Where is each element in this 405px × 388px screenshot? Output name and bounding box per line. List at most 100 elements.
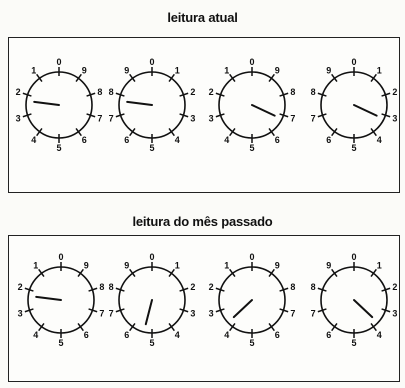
dial-tick	[370, 73, 377, 82]
dial-number: 0	[58, 252, 63, 262]
dial-number: 1	[175, 65, 180, 75]
dial-number: 2	[392, 87, 397, 97]
dial-number: 5	[149, 143, 154, 153]
dial-number: 9	[275, 65, 280, 75]
dial-number: 1	[224, 260, 229, 270]
dial-tick	[129, 128, 136, 137]
dial-number: 6	[124, 135, 129, 145]
dial-pointer	[126, 100, 153, 106]
dial-tick	[331, 73, 338, 82]
dial-tick	[331, 268, 338, 277]
dial-number: 7	[109, 308, 114, 318]
dial-tick	[75, 73, 82, 82]
dial-pointer	[251, 104, 276, 117]
dial-tick	[22, 92, 32, 97]
dial-number: 4	[224, 135, 229, 145]
dial-tick	[22, 113, 32, 118]
dial-number: 4	[175, 330, 180, 340]
dial-number: 2	[16, 87, 21, 97]
dial-number: 7	[290, 308, 295, 318]
dial-tick	[179, 113, 189, 118]
dial-number: 7	[109, 113, 114, 123]
dial-tick	[229, 128, 236, 137]
dial-number: 4	[31, 135, 36, 145]
dial-number: 0	[149, 252, 154, 262]
dial-number: 8	[109, 282, 114, 292]
dial-tick	[168, 323, 175, 332]
dial-tick	[77, 268, 84, 277]
dial-number: 3	[190, 308, 195, 318]
dial-tick	[317, 113, 327, 118]
dial-number: 3	[392, 113, 397, 123]
dial-tick	[370, 128, 377, 137]
dial-tick	[268, 268, 275, 277]
dial-number: 5	[149, 338, 154, 348]
dial-number: 2	[209, 87, 214, 97]
dial-number: 8	[109, 87, 114, 97]
dial-number: 6	[124, 330, 129, 340]
dial-tick	[381, 92, 391, 97]
dial-tick	[215, 287, 225, 292]
dial-tick	[279, 287, 289, 292]
dial-number: 5	[351, 338, 356, 348]
dial-tick	[36, 73, 43, 82]
dial-number: 9	[326, 65, 331, 75]
dial-tick	[331, 323, 338, 332]
dial-number: 0	[149, 57, 154, 67]
dial-number: 3	[18, 308, 23, 318]
dial-tick	[38, 268, 45, 277]
dial-tick	[381, 287, 391, 292]
dial-tick	[179, 287, 189, 292]
dial-number: 4	[224, 330, 229, 340]
dial-number: 9	[84, 260, 89, 270]
dial-number: 2	[209, 282, 214, 292]
current-reading-title: leitura atual	[167, 10, 238, 25]
dial-number: 6	[326, 135, 331, 145]
dial-tick	[215, 308, 225, 313]
dial-number: 0	[351, 57, 356, 67]
dial-tick	[229, 323, 236, 332]
dial-tick	[24, 308, 34, 313]
dial-number: 3	[209, 113, 214, 123]
dial-pointer	[232, 299, 253, 319]
dial-number: 9	[326, 260, 331, 270]
dial-number: 2	[18, 282, 23, 292]
dial-number: 6	[82, 135, 87, 145]
dial-tick	[86, 92, 96, 97]
dial-number: 1	[377, 260, 382, 270]
dial-tick	[279, 113, 289, 118]
dial-number: 1	[377, 65, 382, 75]
dial-tick	[215, 113, 225, 118]
dial-tick	[279, 92, 289, 97]
dial-tick	[115, 92, 125, 97]
dial-tick	[88, 308, 98, 313]
dial-tick	[24, 287, 34, 292]
dial-number: 8	[311, 282, 316, 292]
dial-tick	[77, 323, 84, 332]
dial-tick	[370, 268, 377, 277]
dial-number: 1	[31, 65, 36, 75]
dial-number: 5	[351, 143, 356, 153]
dial-number: 4	[377, 330, 382, 340]
dial-tick	[381, 113, 391, 118]
dial-number: 5	[249, 338, 254, 348]
dial-pointer	[33, 100, 60, 106]
dial-tick	[317, 287, 327, 292]
dial-number: 9	[275, 260, 280, 270]
dial-tick	[229, 73, 236, 82]
dial-number: 3	[392, 308, 397, 318]
dial-number: 4	[33, 330, 38, 340]
dial-tick	[86, 113, 96, 118]
dial-number: 2	[392, 282, 397, 292]
dial-pointer	[144, 299, 153, 326]
dial-tick	[268, 128, 275, 137]
dial-tick	[370, 323, 377, 332]
dial-number: 0	[56, 57, 61, 67]
last-month-reading-title: leitura do mês passado	[132, 214, 273, 229]
